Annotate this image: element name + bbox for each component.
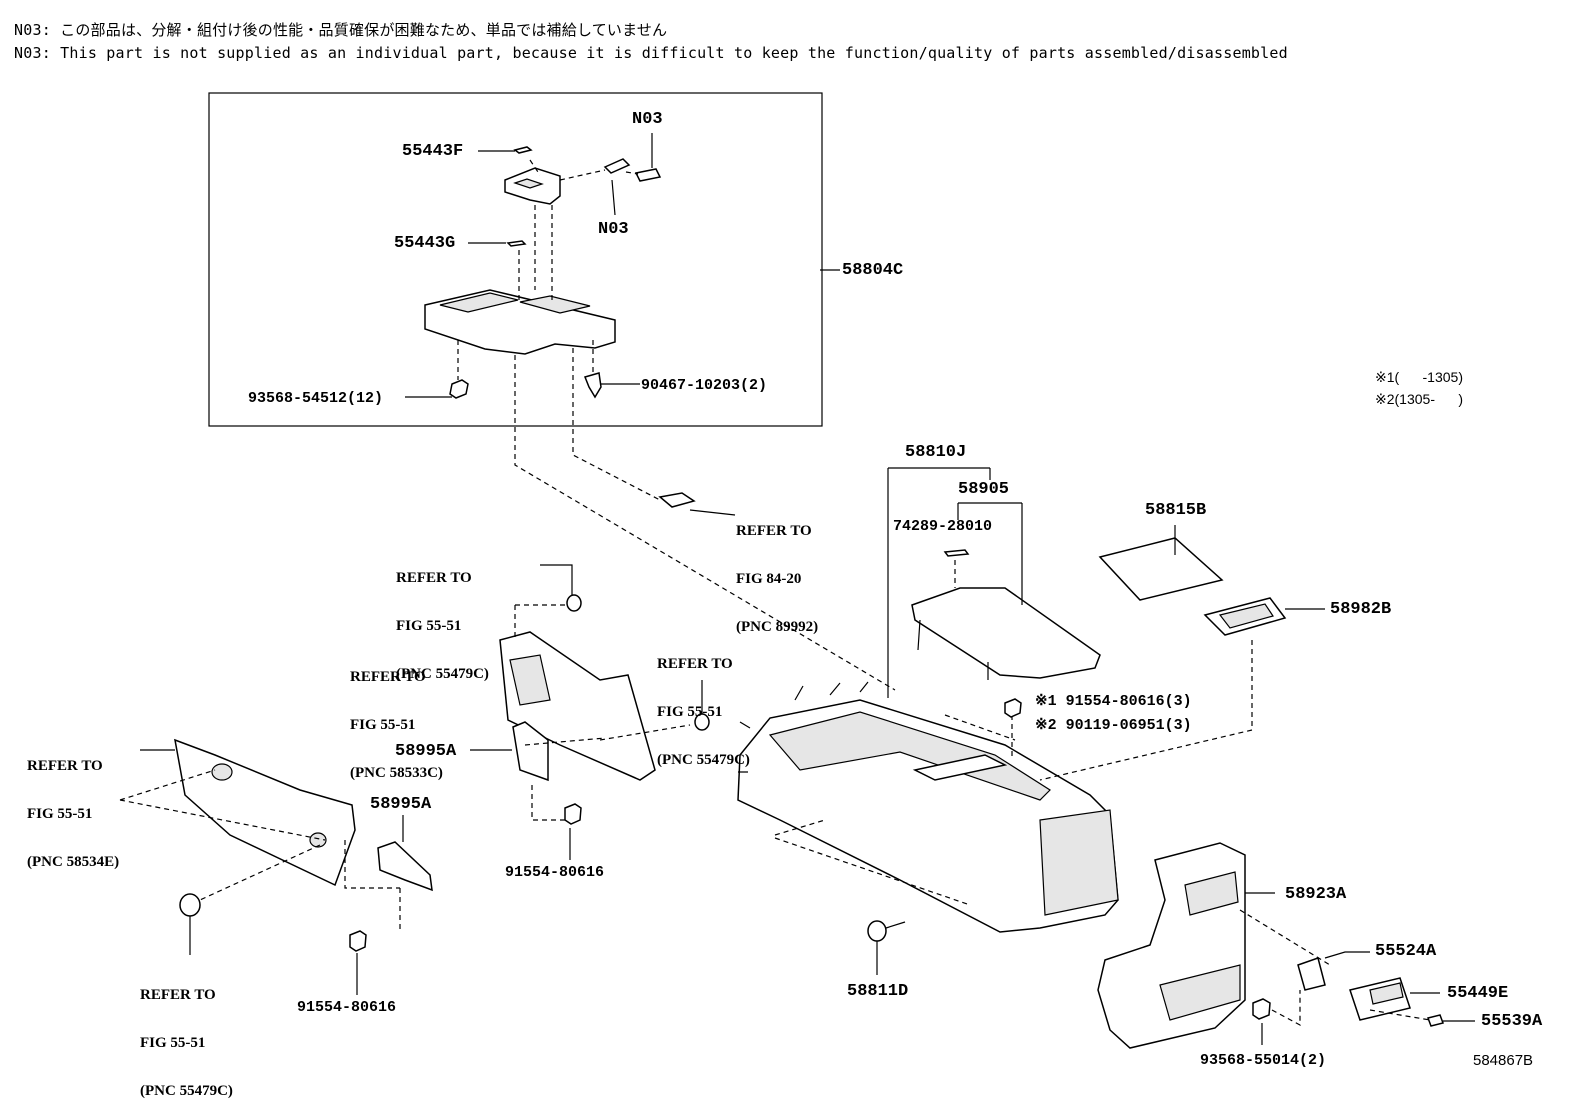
ref-line-2: FIG 55-51 [396,618,462,634]
part-connector-89992 [658,492,696,508]
label-58810J: 58810J [905,443,967,462]
part-screw-93568-55014 [1252,998,1271,1020]
label-58995A-mid: 58995A [395,742,457,761]
part-58811D-pin [867,920,887,942]
part-clip-90467 [583,372,602,399]
label-55524A: 55524A [1375,942,1437,961]
ref-line-2: FIG 55-51 [350,717,416,733]
part-55539A-bulb [1427,1014,1444,1027]
part-55443G [506,240,527,247]
part-58905-armrest-lid [911,587,1101,679]
label-93568-54512: 93568-54512(12) [248,390,384,407]
part-screw-93568 [449,379,469,399]
part-N03-clip [603,158,631,174]
part-58995A-left [377,841,433,892]
ref-line-1: REFER TO [657,656,733,672]
legend-line-2: ※2(1305- ) [1375,391,1463,407]
label-55443G: 55443G [394,234,456,253]
ref-fig-55-51-c: REFER TO FIG 55-51 (PNC 55479C) [657,624,750,784]
ref-line-2: FIG 84-20 [736,571,802,587]
label-58995A-left: 58995A [370,795,432,814]
part-screw-91554-console [1004,698,1022,718]
ref-line-1: REFER TO [396,570,472,586]
note-english: N03: This part is not supplied as an ind… [14,44,1288,62]
label-90467-10203: 90467-10203(2) [641,377,768,394]
label-58815B: 58815B [1145,501,1207,520]
ref-line-1: REFER TO [350,669,426,685]
ref-line-1: REFER TO [736,523,812,539]
label-91554-80616-x3: ※1 91554-80616(3) [1035,693,1192,710]
ref-line-2: FIG 55-51 [140,1035,206,1051]
part-58995A-mid [512,721,549,782]
ref-line-2: FIG 55-51 [657,704,723,720]
part-74289-plate [943,549,970,557]
part-screw-91554-mid [564,803,582,825]
ref-line-2: FIG 55-51 [27,806,93,822]
note-japanese: N03: この部品は、分解・組付け後の性能・品質確保が困難なため、単品では補給し… [14,21,668,39]
ref-line-3: (PNC 55479C) [140,1083,233,1099]
part-58534E-panel [174,738,356,887]
subassembly-box [208,92,823,427]
label-58804C: 58804C [842,261,904,280]
diagram-id: 584867B [1473,1052,1534,1069]
part-55524A-switch [1297,957,1326,991]
legend-line-1: ※1( -1305) [1375,369,1463,385]
ref-line-3: (PNC 55479C) [396,666,489,682]
label-55539A: 55539A [1481,1012,1543,1031]
label-58811D: 58811D [847,982,909,1001]
ref-line-3: (PNC 58533C) [350,765,443,781]
part-55443F [513,146,533,154]
label-N03-top: N03 [632,110,663,129]
ref-fig-55-51-a: REFER TO FIG 55-51 (PNC 55479C) [396,538,489,698]
label-58923A: 58923A [1285,885,1347,904]
part-screw-91554-left [349,930,367,952]
label-N03-bottom: N03 [598,220,629,239]
label-55449E: 55449E [1447,984,1509,1003]
ref-fig-84-20: REFER TO FIG 84-20 (PNC 89992) [736,491,818,651]
label-91554-80616-left: 91554-80616 [297,999,397,1016]
label-58982B: 58982B [1330,600,1392,619]
ref-line-3: (PNC 58534E) [27,854,120,870]
part-58815B-mat [1098,537,1224,601]
label-55443F: 55443F [402,142,464,161]
part-pin-55479C-a [566,594,582,612]
label-93568-55014: 93568-55014(2) [1200,1052,1327,1069]
ref-fig-55-51-d: REFER TO FIG 55-51 (PNC 58534E) [27,726,119,886]
label-91554-80616-mid: 91554-80616 [505,864,605,881]
part-pin-55479C-e [179,893,201,917]
ref-fig-55-51-e: REFER TO FIG 55-51 (PNC 55479C) [140,955,233,1115]
part-58804C-bezel [424,289,616,355]
ref-line-1: REFER TO [140,987,216,1003]
ref-fig-55-51-b: REFER TO FIG 55-51 (PNC 58533C) [350,637,443,797]
label-58905: 58905 [958,480,1010,499]
part-N03-plug [634,168,662,182]
label-74289-28010: 74289-28010 [893,518,993,535]
ref-line-1: REFER TO [27,758,103,774]
ref-line-3: (PNC 55479C) [657,752,750,768]
label-90119-06951-x3: ※2 90119-06951(3) [1035,717,1192,734]
ref-line-3: (PNC 89992) [736,619,819,635]
